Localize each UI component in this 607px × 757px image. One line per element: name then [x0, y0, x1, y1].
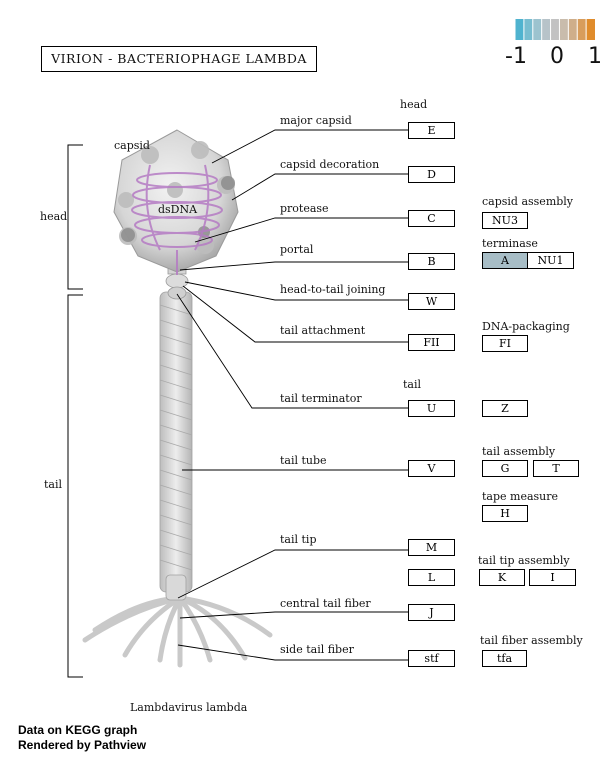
part-label-tail-attachment: tail attachment: [280, 324, 366, 337]
part-label-portal: portal: [280, 243, 314, 256]
footer-rendered-by: Rendered by Pathview: [18, 738, 147, 752]
legend-swatch: [541, 19, 551, 40]
dsdna-label: dsDNA: [158, 203, 198, 216]
part-label-capsid-decoration: capsid decoration: [280, 158, 380, 171]
group-label-tail-tip-assembly: tail tip assembly: [478, 554, 570, 567]
capsid-label: capsid: [114, 139, 150, 152]
color-legend-bar: [514, 19, 595, 40]
gene-box-G[interactable]: G: [482, 460, 528, 477]
gene-box-tfa[interactable]: tfa: [482, 650, 527, 667]
legend-swatch: [559, 19, 569, 40]
part-label-protease: protease: [280, 202, 329, 215]
gene-box-K[interactable]: K: [479, 569, 525, 586]
group-label-tail: tail: [403, 378, 422, 391]
part-label-tail-tip: tail tip: [280, 533, 317, 546]
gene-box-J[interactable]: J: [408, 604, 455, 621]
gene-box-U[interactable]: U: [408, 400, 455, 417]
gene-box-T[interactable]: T: [533, 460, 579, 477]
tail-bracket: [67, 294, 83, 678]
legend-swatch: [550, 19, 560, 40]
diagram-title: VIRION - BACTERIOPHAGE LAMBDA: [41, 46, 317, 72]
legend-max-label: 1: [588, 44, 602, 69]
group-label-terminase: terminase: [482, 237, 538, 250]
part-label-tail-tube: tail tube: [280, 454, 327, 467]
gene-box-H[interactable]: H: [482, 505, 528, 522]
gene-box-B[interactable]: B: [408, 253, 455, 270]
part-label-major-capsid: major capsid: [280, 114, 352, 127]
gene-box-V[interactable]: V: [408, 460, 455, 477]
group-label-tape-measure: tape measure: [482, 490, 559, 503]
gene-box-stf[interactable]: stf: [408, 650, 455, 667]
dsdna-coil: [131, 164, 223, 275]
gene-box-NU1[interactable]: NU1: [527, 252, 574, 269]
footer-data-source: Data on KEGG graph: [18, 723, 138, 737]
part-label-side-tail-fiber: side tail fiber: [280, 643, 354, 656]
gene-box-FI[interactable]: FI: [482, 335, 528, 352]
organism-label: Lambdavirus lambda: [130, 701, 248, 714]
gene-box-C[interactable]: C: [408, 210, 455, 227]
legend-swatch: [532, 19, 542, 40]
bracket-label-head: head: [40, 210, 68, 223]
bracket-label-tail: tail: [44, 478, 63, 491]
capsid-head: [113, 129, 239, 275]
legend-swatch: [568, 19, 578, 40]
legend-swatch: [586, 19, 595, 40]
gene-box-W[interactable]: W: [408, 293, 455, 310]
gene-box-Z[interactable]: Z: [482, 400, 528, 417]
legend-swatch: [515, 19, 524, 40]
group-label-head: head: [400, 98, 428, 111]
gene-box-A[interactable]: A: [482, 252, 528, 269]
part-label-tail-terminator: tail terminator: [280, 392, 362, 405]
gene-box-L[interactable]: L: [408, 569, 455, 586]
group-label-tail-assembly: tail assembly: [482, 445, 556, 458]
legend-mid-label: 0: [550, 44, 564, 69]
group-label-tail-fiber-assembly: tail fiber assembly: [480, 634, 583, 647]
gene-box-I[interactable]: I: [529, 569, 576, 586]
part-label-central-tail-fiber: central tail fiber: [280, 597, 371, 610]
gene-box-M[interactable]: M: [408, 539, 455, 556]
gene-box-D[interactable]: D: [408, 166, 455, 183]
part-label-head-to-tail: head-to-tail joining: [280, 283, 386, 296]
tail-tube: [159, 291, 193, 601]
legend-min-label: -1: [505, 44, 527, 69]
gene-box-E[interactable]: E: [408, 122, 455, 139]
group-label-dna-packaging: DNA-packaging: [482, 320, 570, 333]
leader-lines: [176, 129, 408, 661]
gene-box-NU3[interactable]: NU3: [482, 212, 528, 229]
gene-box-FII[interactable]: FII: [408, 334, 455, 351]
group-label-capsid-assembly: capsid assembly: [482, 195, 574, 208]
legend-swatch: [577, 19, 587, 40]
legend-swatch: [523, 19, 533, 40]
head-bracket: [67, 144, 83, 290]
